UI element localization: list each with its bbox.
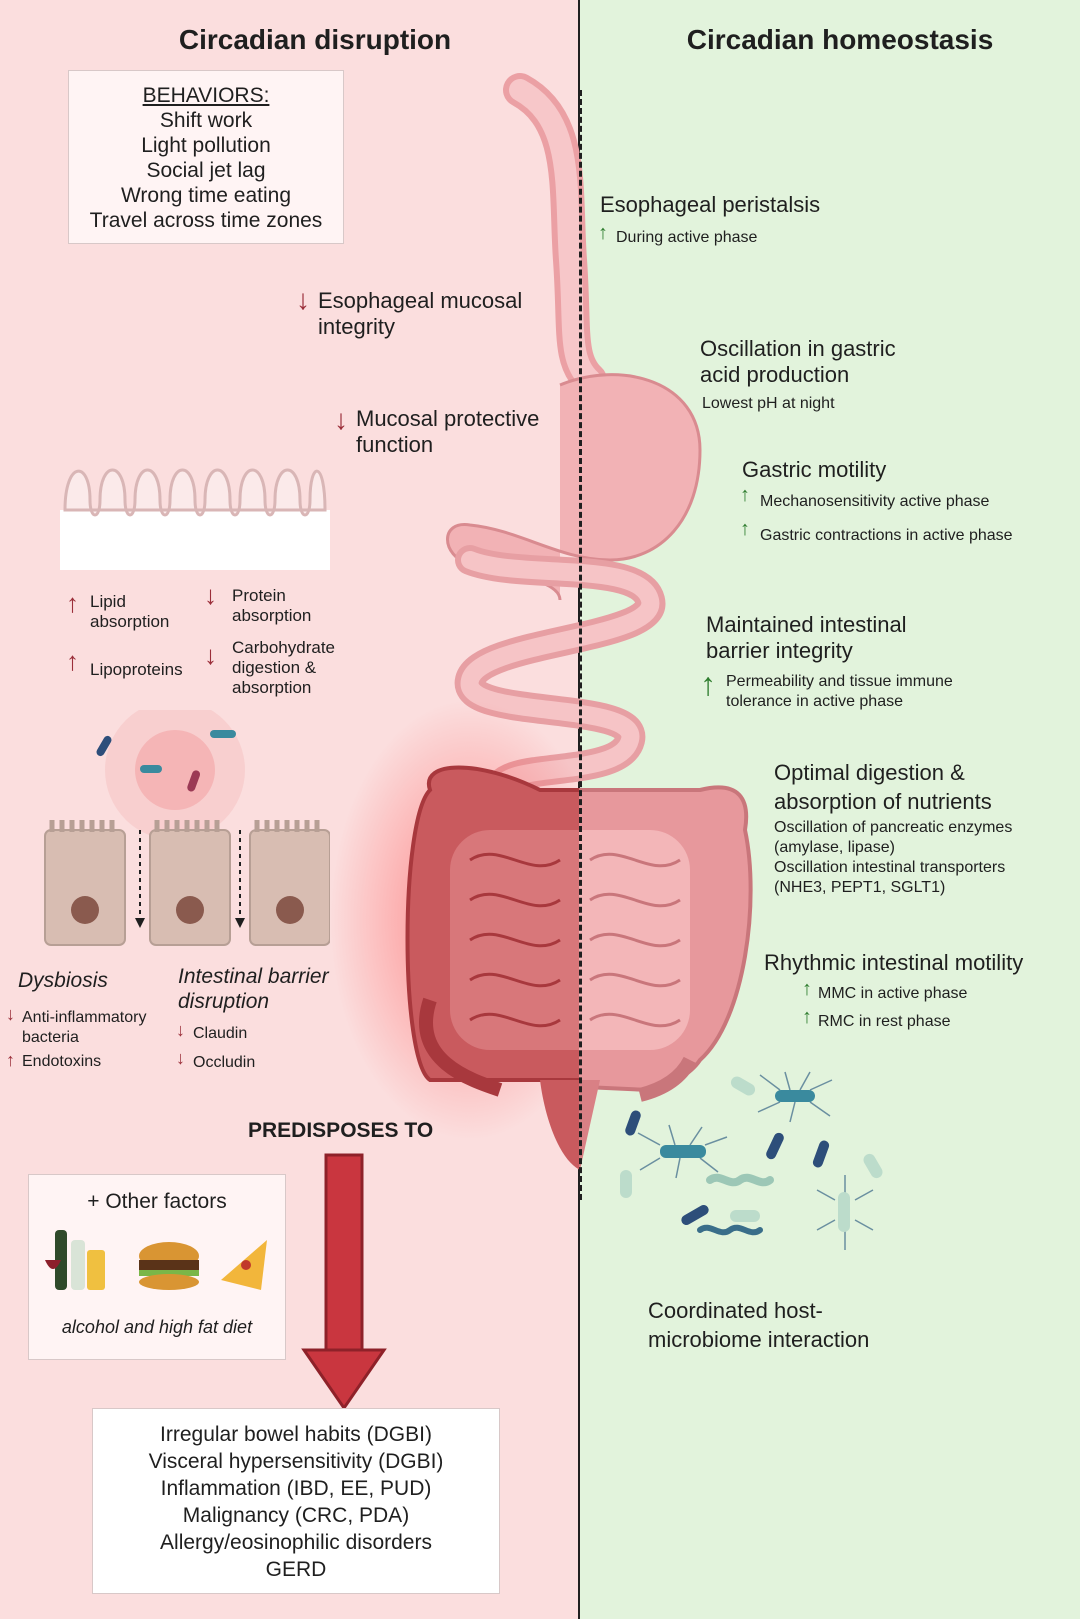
dysbiosis-item: Anti-inflammatory (22, 1009, 147, 1026)
barrier-sub-line: tolerance in active phase (726, 693, 903, 710)
mucosal-protective-label: Mucosal protective function (356, 406, 539, 458)
lipid-line: absorption (90, 612, 170, 631)
epithelium-illustration (44, 710, 330, 946)
protein-line: Protein (232, 586, 286, 605)
dysbiosis-title: Dysbiosis (18, 969, 108, 992)
up-arrow-icon: ↑ (740, 518, 750, 540)
right-title: Circadian homeostasis (686, 24, 994, 55)
up-arrow-icon: ↑ (700, 666, 716, 702)
gastric-motility-title: Gastric motility (742, 457, 887, 482)
outcomes-box: Irregular bowel habits (DGBI) Visceral h… (92, 1408, 500, 1594)
digestion-sub: Oscillation of pancreatic enzymes (amyla… (774, 818, 1012, 898)
gastric-acid-title: Oscillation in gastric acid production (700, 336, 896, 388)
barrier-title-line: Intestinal barrier (178, 965, 329, 988)
behavior-item: Shift work (159, 109, 253, 132)
up-arrow-icon: ↑ (740, 484, 750, 506)
down-arrow-icon: ↓ (204, 640, 217, 670)
microbiome-label: Coordinated host- microbiome interaction (648, 1296, 869, 1354)
digestion-sub-line: Oscillation of pancreatic enzymes (774, 819, 1013, 836)
microbiome-line: microbiome interaction (648, 1327, 870, 1352)
esophageal-mucosal-line: integrity (318, 314, 396, 339)
digestion-line: Optimal digestion & (774, 760, 965, 785)
behavior-item: Light pollution (141, 134, 271, 157)
barrier-integrity-line: barrier integrity (706, 638, 853, 663)
food-drinks-icon (45, 1230, 267, 1290)
claudin-label: Claudin (193, 1025, 248, 1042)
behaviors-heading: BEHAVIORS: (142, 84, 270, 107)
carb-line: Carbohydrate (232, 638, 336, 657)
barrier-sub-line: Permeability and tissue immune (726, 673, 953, 690)
digestion-sub-line: (amylase, lipase) (774, 839, 895, 856)
lipid-line: Lipid (90, 592, 126, 611)
other-factors-caption: alcohol and high fat diet (61, 1317, 253, 1337)
behaviors-box: BEHAVIORS: Shift work Light pollution So… (68, 70, 344, 244)
gastric-acid-line: Oscillation in gastric (700, 336, 896, 361)
digestion-sub-line: (NHE3, PEPT1, SGLT1) (774, 879, 946, 896)
predisposes-label: PREDISPOSES TO (248, 1119, 434, 1142)
up-arrow-icon: ↑ (6, 1050, 15, 1070)
digestion-line: absorption of nutrients (774, 789, 992, 814)
barrier-title-line: disruption (178, 990, 270, 1013)
endotoxins-label: Endotoxins (22, 1053, 102, 1070)
gastric-acid-sub: Lowest pH at night (702, 395, 835, 412)
down-arrow-icon: ↓ (334, 404, 348, 435)
other-factors-box: + Other factors alcohol and high fat die… (28, 1174, 286, 1360)
carb-line: digestion & (232, 658, 317, 677)
dysbiosis-item: bacteria (22, 1029, 79, 1046)
up-arrow-icon: ↑ (66, 588, 79, 618)
digestion-sub-line: Oscillation intestinal transporters (774, 859, 1006, 876)
esophageal-mucosal-line: Esophageal mucosal (318, 288, 523, 313)
behavior-item: Social jet lag (146, 159, 266, 182)
up-arrow-icon: ↑ (66, 646, 79, 676)
occludin-label: Occludin (193, 1054, 256, 1071)
dysbiosis-items: Anti-inflammatory bacteria (22, 1008, 146, 1048)
outcome-item: Visceral hypersensitivity (DGBI) (148, 1450, 444, 1473)
up-arrow-icon: ↑ (802, 978, 812, 1000)
microbiome-illustration (620, 1071, 883, 1250)
motility-item: RMC in rest phase (818, 1013, 951, 1030)
protein-line: absorption (232, 606, 312, 625)
outcome-item: Irregular bowel habits (DGBI) (160, 1423, 432, 1446)
outcome-item: Allergy/eosinophilic disorders (160, 1531, 432, 1554)
gastric-motility-item: Gastric contractions in active phase (760, 527, 1013, 544)
barrier-integrity-line: Maintained intestinal (706, 612, 907, 637)
mucosal-protective-line: Mucosal protective (356, 406, 540, 431)
motility-item: MMC in active phase (818, 985, 968, 1002)
microbiome-line: Coordinated host- (648, 1298, 823, 1323)
digestion-title: Optimal digestion & absorption of nutrie… (774, 758, 992, 816)
barrier-disruption-title: Intestinal barrier disruption (178, 964, 329, 1014)
divider-dashed-line (579, 90, 582, 1200)
other-factors-title: + Other factors (87, 1190, 227, 1213)
down-arrow-icon: ↓ (176, 1020, 185, 1040)
lipid-absorption-label: Lipid absorption (90, 592, 169, 632)
esophageal-peristalsis-sub: During active phase (616, 229, 758, 246)
outcome-item: GERD (265, 1558, 327, 1581)
down-arrow-icon: ↓ (6, 1004, 15, 1024)
barrier-integrity-title: Maintained intestinal barrier integrity (706, 612, 907, 664)
barrier-integrity-sub: Permeability and tissue immune tolerance… (726, 672, 953, 712)
left-title: Circadian disruption (178, 24, 452, 55)
behavior-item: Wrong time eating (120, 184, 292, 207)
intestinal-motility-title: Rhythmic intestinal motility (764, 950, 1024, 975)
down-arrow-icon: ↓ (204, 580, 217, 610)
down-arrow-icon: ↓ (176, 1048, 185, 1068)
behavior-item: Travel across time zones (89, 209, 323, 232)
lipoproteins-label: Lipoproteins (90, 660, 183, 679)
big-red-arrow-icon (301, 1153, 387, 1411)
carbohydrate-label: Carbohydrate digestion & absorption (232, 638, 335, 698)
esophageal-peristalsis-title: Esophageal peristalsis (600, 192, 821, 217)
carb-line: absorption (232, 678, 312, 697)
mucosal-protective-line: function (356, 432, 434, 457)
down-arrow-icon: ↓ (296, 284, 310, 315)
outcome-item: Malignancy (CRC, PDA) (182, 1504, 410, 1527)
up-arrow-icon: ↑ (802, 1006, 812, 1028)
villi-illustration (60, 468, 330, 570)
outcome-item: Inflammation (IBD, EE, PUD) (160, 1477, 432, 1500)
esophageal-mucosal-label: Esophageal mucosal integrity (318, 288, 522, 340)
gastric-motility-item: Mechanosensitivity active phase (760, 493, 990, 510)
protein-absorption-label: Protein absorption (232, 586, 311, 626)
gastric-acid-line: acid production (700, 362, 850, 387)
up-arrow-icon: ↑ (598, 222, 608, 244)
